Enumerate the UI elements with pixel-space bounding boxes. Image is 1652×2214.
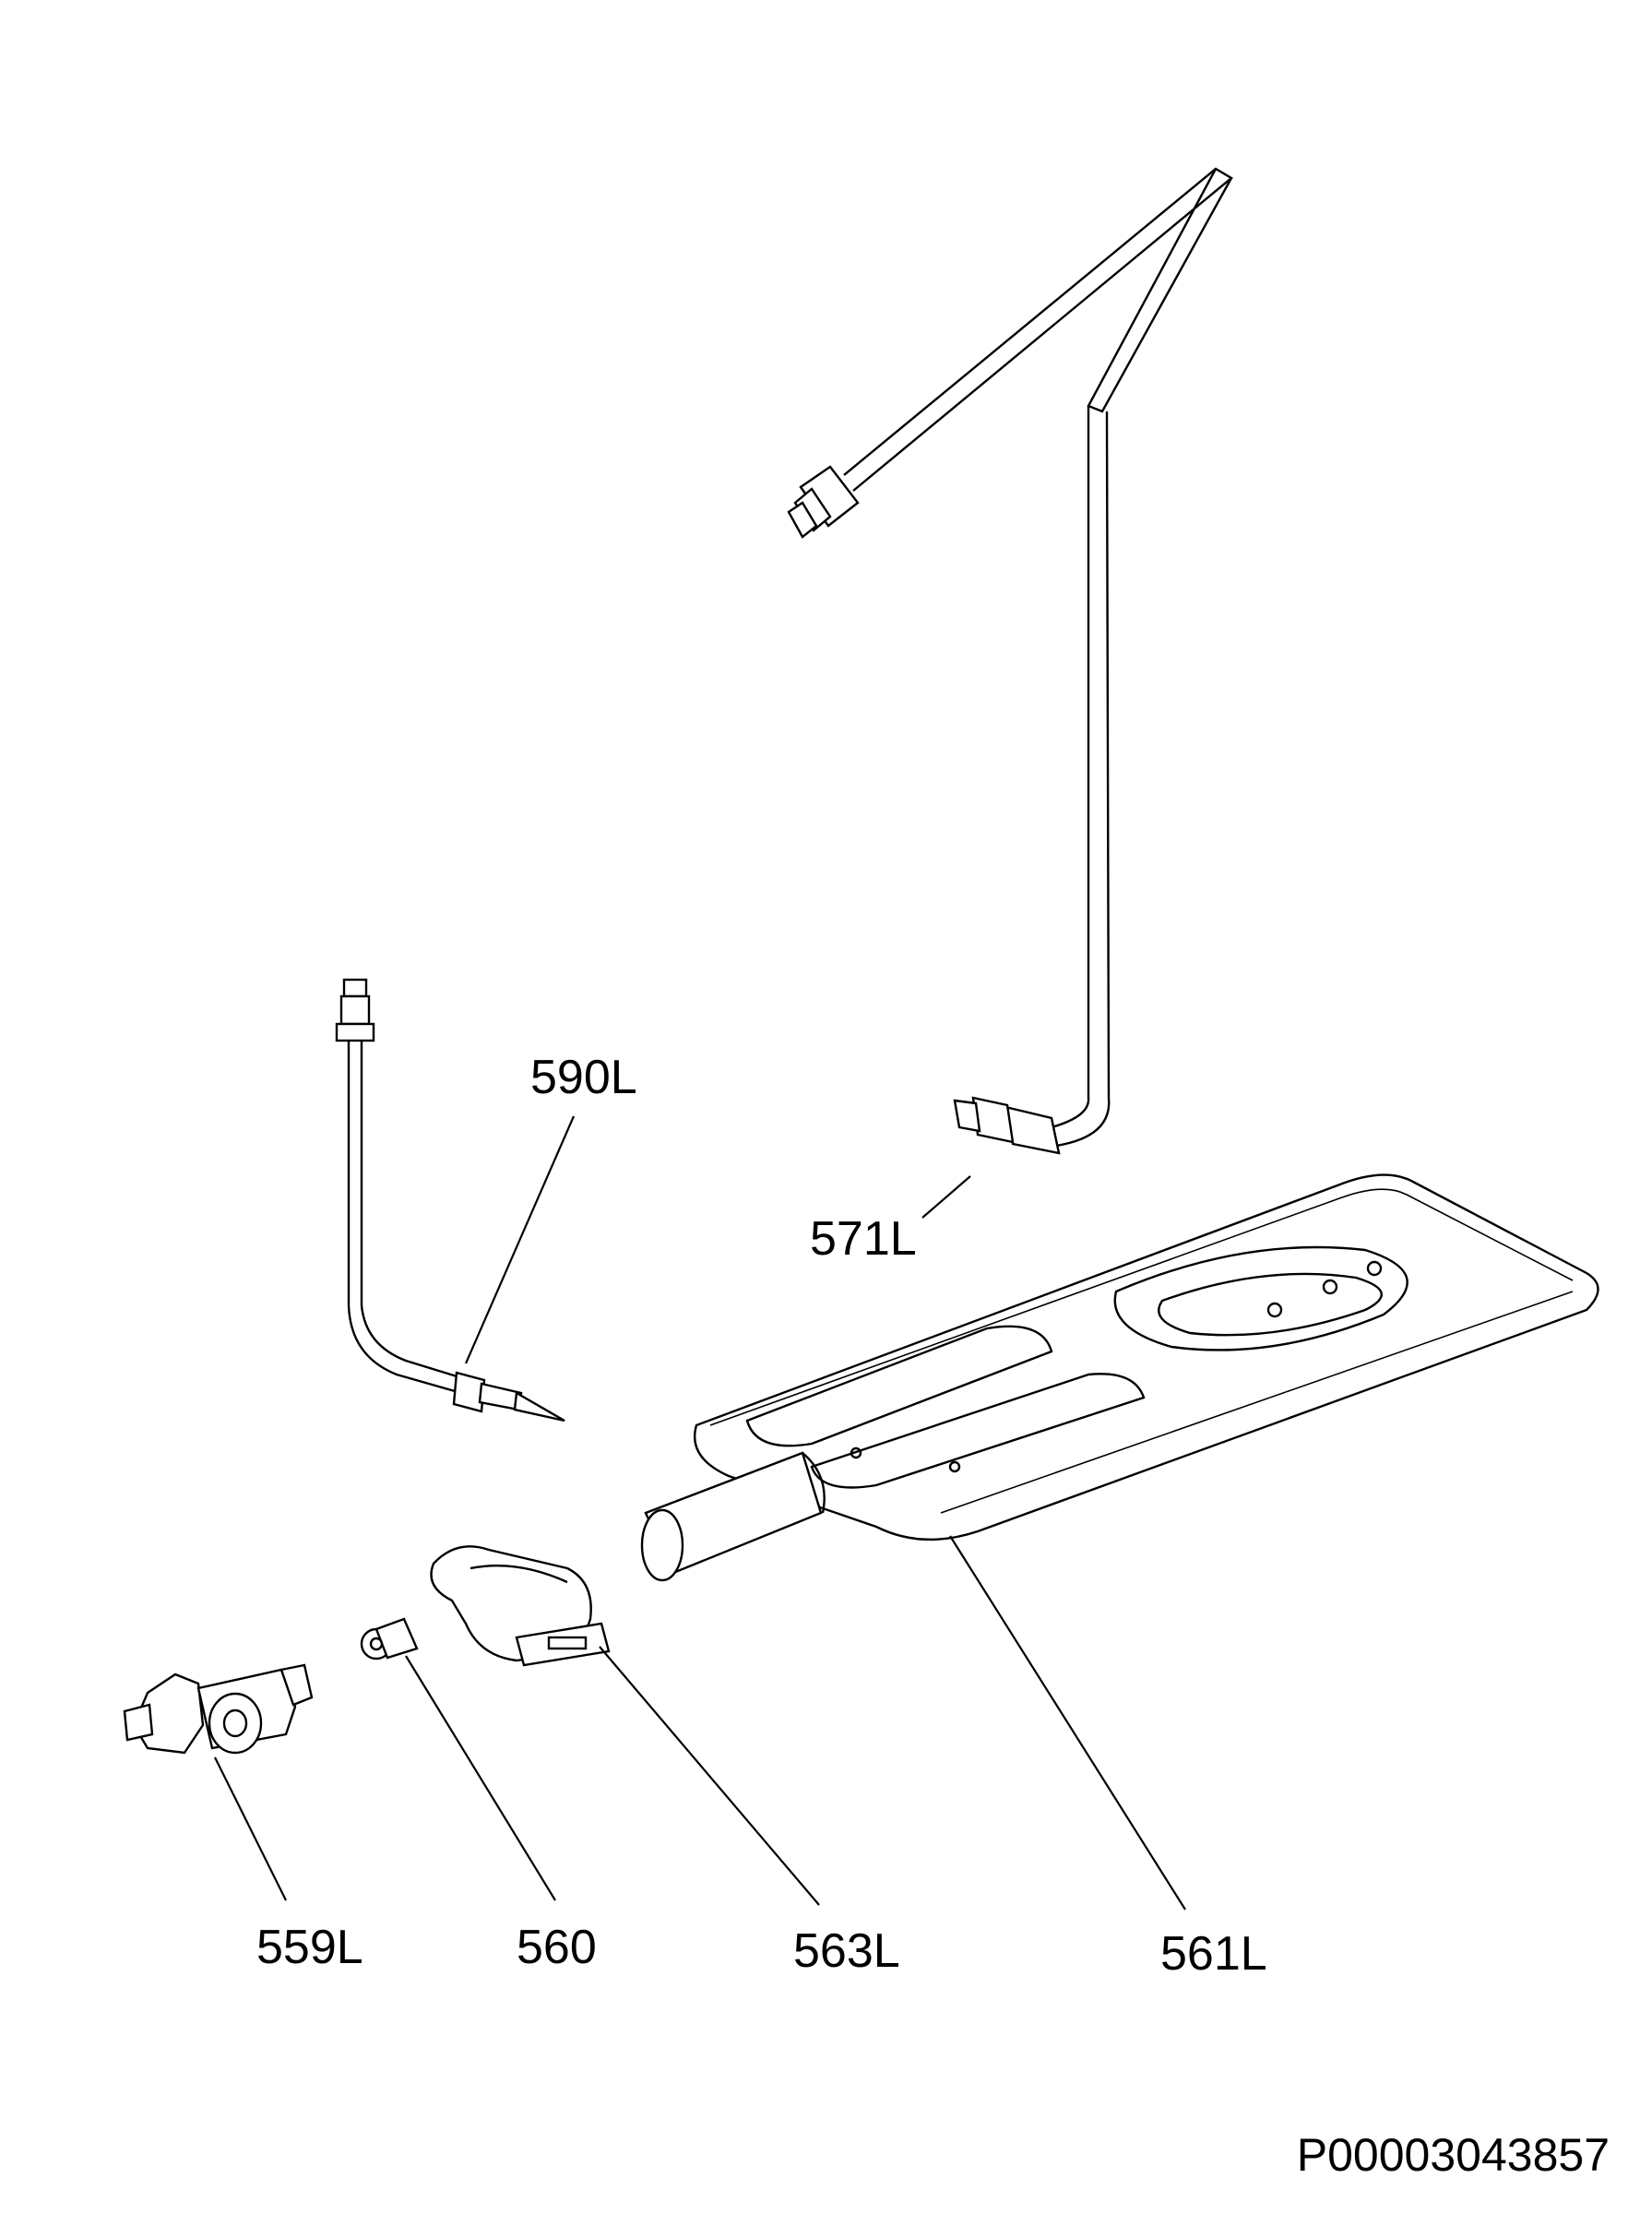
nozzle-560 — [360, 1617, 419, 1660]
valve-559L — [123, 1663, 314, 1755]
callout-560: 560 — [517, 1921, 597, 1974]
callout-559L: 559L — [256, 1921, 363, 1974]
leader-lines — [214, 1115, 1186, 1910]
thermocouple-590L — [335, 978, 565, 1422]
leader-559L — [214, 1756, 287, 1901]
gas-supply-tube-571L — [787, 167, 1234, 1155]
callout-563L: 563L — [793, 1924, 900, 1978]
callout-590L: 590L — [530, 1051, 637, 1104]
callout-571L: 571L — [810, 1212, 917, 1266]
callout-561L: 561L — [1160, 1927, 1267, 1981]
burner-561L — [640, 1173, 1599, 1582]
leader-590L — [464, 1115, 576, 1364]
leader-571L — [921, 1175, 971, 1219]
clamp-563L — [430, 1545, 611, 1667]
leader-561L — [949, 1535, 1186, 1910]
reference-code: P00003043857 — [1297, 2129, 1610, 2181]
leader-563L — [599, 1646, 820, 1906]
leader-560 — [405, 1655, 556, 1901]
